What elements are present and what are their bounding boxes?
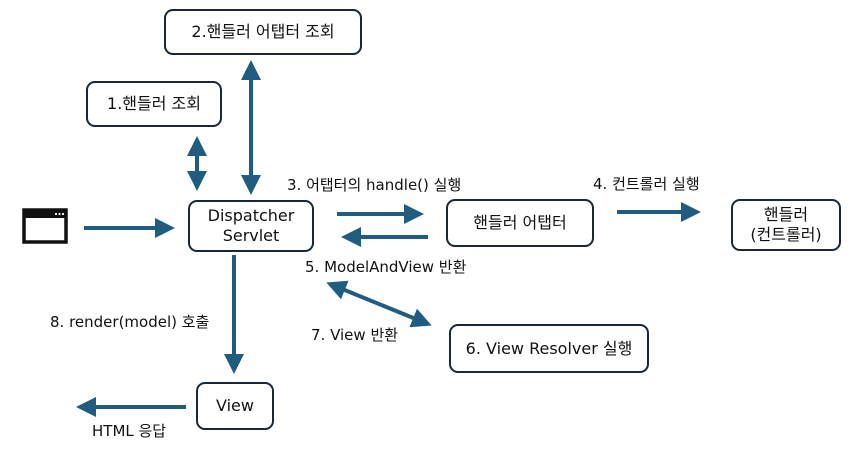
step8-label: 8. render(model) 호출: [50, 313, 210, 331]
html-response-label: HTML 응답: [92, 422, 167, 440]
browser-window-icon: [22, 208, 68, 244]
dispatcher-label-line1: Dispatcher: [207, 206, 295, 225]
handler-label-line2: (컨트롤러): [750, 225, 822, 244]
handler-adapter-lookup-box: 2.핸들러 어탭터 조회: [164, 9, 362, 55]
view-label: View: [216, 396, 254, 415]
step5-label: 5. ModelAndView 반환: [305, 258, 467, 276]
handler-label-line1: 핸들러: [763, 205, 809, 224]
handler-adapter-box: 핸들러 어탭터: [446, 199, 594, 247]
dispatcher-servlet-box: Dispatcher Servlet: [188, 200, 314, 252]
view-resolver-arrow: [326, 280, 432, 328]
step4-label: 4. 컨트롤러 실행: [593, 175, 700, 193]
handler-adapter-lookup-label: 2.핸들러 어탭터 조회: [191, 22, 335, 41]
handler-lookup-box: 1.핸들러 조회: [86, 81, 222, 127]
view-resolver-box: 6. View Resolver 실행: [449, 324, 649, 373]
handler-lookup-label: 1.핸들러 조회: [107, 94, 201, 113]
handler-controller-box: 핸들러 (컨트롤러): [731, 199, 841, 251]
view-box: View: [196, 382, 274, 430]
step3-label: 3. 어탭터의 handle() 실행: [287, 176, 462, 194]
step7-label: 7. View 반환: [311, 326, 399, 344]
handler-adapter-label: 핸들러 어탭터: [473, 213, 567, 232]
dispatcher-label-line2: Servlet: [222, 226, 280, 245]
view-resolver-label: 6. View Resolver 실행: [465, 338, 633, 358]
